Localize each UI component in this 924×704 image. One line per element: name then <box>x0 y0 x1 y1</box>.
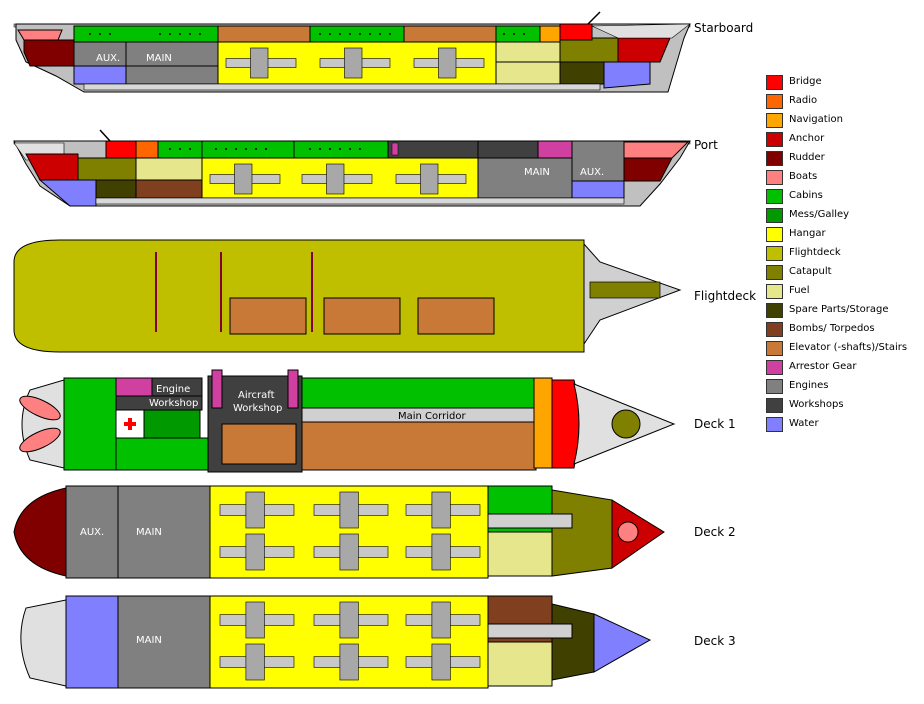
deck2-view <box>13 485 665 579</box>
deck1-engine-workshop-label: Workshop <box>149 398 198 409</box>
aircraft-icon <box>405 491 481 529</box>
view-label-deck3: Deck 3 <box>694 634 736 648</box>
deck2-aux-label: AUX. <box>80 527 104 538</box>
deck1-engine-label: Engine <box>156 384 190 395</box>
room-labels: AUX. MAIN MAIN AUX. Engine Workshop Airc… <box>80 53 604 646</box>
legend-label: Workshops <box>789 399 844 410</box>
legend-swatch <box>766 94 783 109</box>
flightdeck-view <box>13 239 682 353</box>
legend-label: Anchor <box>789 133 825 144</box>
legend-label: Mess/Galley <box>789 209 850 220</box>
legend-swatch <box>766 379 783 394</box>
aircraft-icon <box>219 643 295 681</box>
deck3-main-label: MAIN <box>136 635 162 646</box>
aircraft-icon <box>405 601 481 639</box>
aircraft-icon <box>219 491 295 529</box>
legend-swatch <box>766 113 783 128</box>
legend-label: Navigation <box>789 114 843 125</box>
deck1-aircraft-label: Aircraft <box>238 390 275 401</box>
legend-swatch <box>766 75 783 90</box>
legend-label: Boats <box>789 171 818 182</box>
aircraft-icon <box>219 533 295 571</box>
legend-swatch <box>766 341 783 356</box>
aircraft-icon <box>405 643 481 681</box>
legend-swatch <box>766 189 783 204</box>
legend-swatch <box>766 398 783 413</box>
legend-label: Cabins <box>789 190 823 201</box>
aircraft-icon <box>313 533 389 571</box>
aircraft-icon <box>319 47 391 79</box>
aircraft-icon <box>301 163 373 195</box>
aircraft-icon <box>395 163 467 195</box>
legend-label: Engines <box>789 380 829 391</box>
legend-swatch <box>766 265 783 280</box>
legend-swatch <box>766 151 783 166</box>
legend-label: Arrestor Gear <box>789 361 857 372</box>
deck2-main-label: MAIN <box>136 527 162 538</box>
legend-label: Catapult <box>789 266 832 277</box>
legend-swatch <box>766 360 783 375</box>
aircraft-icon <box>209 163 281 195</box>
view-label-port: Port <box>694 138 718 152</box>
legend-swatch <box>766 246 783 261</box>
aircraft-icon <box>219 601 295 639</box>
port-main-label: MAIN <box>524 167 550 178</box>
legend-label: Rudder <box>789 152 825 163</box>
aircraft-icon <box>225 47 297 79</box>
starboard-main-label: MAIN <box>146 53 172 64</box>
aircraft-layer <box>209 47 485 681</box>
view-label-deck1: Deck 1 <box>694 417 736 431</box>
legend-label: Flightdeck <box>789 247 841 258</box>
aircraft-icon <box>313 643 389 681</box>
legend-swatch <box>766 303 783 318</box>
deck1-aircraft-workshop-label: Workshop <box>233 403 282 414</box>
starboard-aux-label: AUX. <box>96 53 120 64</box>
deck1-corridor-label: Main Corridor <box>398 411 466 422</box>
legend-label: Hangar <box>789 228 826 239</box>
view-label-flightdeck: Flightdeck <box>694 289 757 303</box>
legend-swatch <box>766 170 783 185</box>
deck3-view <box>20 595 652 689</box>
legend-swatch <box>766 417 783 432</box>
legend-swatch <box>766 227 783 242</box>
legend-swatch <box>766 132 783 147</box>
aircraft-icon <box>313 601 389 639</box>
legend-label: Water <box>789 418 819 429</box>
legend-label: Radio <box>789 95 818 106</box>
legend-label: Bridge <box>789 76 822 87</box>
view-label-starboard: Starboard <box>694 21 754 35</box>
aircraft-icon <box>313 491 389 529</box>
aircraft-icon <box>405 533 481 571</box>
legend-swatch <box>766 322 783 337</box>
legend-label: Fuel <box>789 285 810 296</box>
port-aux-label: AUX. <box>580 167 604 178</box>
legend-label: Bombs/ Torpedos <box>789 323 875 334</box>
legend-swatch <box>766 284 783 299</box>
aircraft-icon <box>413 47 485 79</box>
deck1-view <box>19 369 676 473</box>
legend-swatch <box>766 208 783 223</box>
legend-label: Elevator (-shafts)/Stairs <box>789 342 908 353</box>
view-label-deck2: Deck 2 <box>694 525 736 539</box>
legend-label: Spare Parts/Storage <box>789 304 889 315</box>
